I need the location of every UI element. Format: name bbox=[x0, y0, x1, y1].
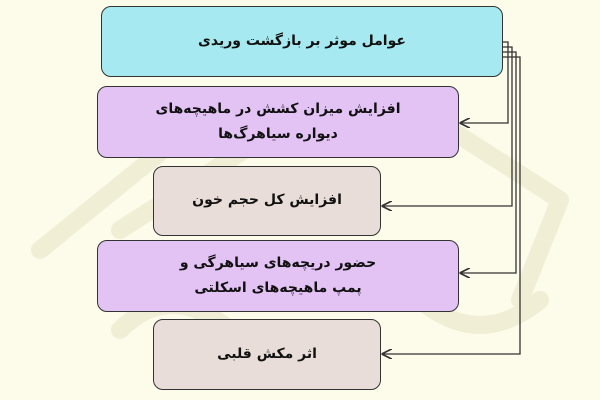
factor-label: حضور دریچه‌های سیاهرگی و پمپ ماهیچه‌های … bbox=[179, 254, 377, 296]
factor-label: افزایش کل حجم خون bbox=[192, 192, 342, 209]
diagram-title: عوامل موثر بر بازگشت وریدی bbox=[198, 32, 406, 49]
factor-label: افزایش میزان کشش در ماهیچه‌های دیواره سی… bbox=[155, 100, 401, 142]
connector-arrow bbox=[461, 51, 517, 273]
connector-arrow bbox=[461, 41, 509, 123]
factor-box-cardiac-suction: اثر مکش قلبی bbox=[153, 319, 381, 390]
connector-arrow bbox=[383, 56, 521, 354]
factor-label: اثر مکش قلبی bbox=[217, 345, 317, 362]
connector-arrow bbox=[383, 46, 513, 206]
factor-box-valves-pump: حضور دریچه‌های سیاهرگی و پمپ ماهیچه‌های … bbox=[97, 240, 459, 312]
diagram-title-box: عوامل موثر بر بازگشت وریدی bbox=[101, 6, 503, 77]
factor-box-wall-tension: افزایش میزان کشش در ماهیچه‌های دیواره سی… bbox=[97, 86, 459, 158]
factor-box-blood-volume: افزایش کل حجم خون bbox=[153, 166, 381, 236]
